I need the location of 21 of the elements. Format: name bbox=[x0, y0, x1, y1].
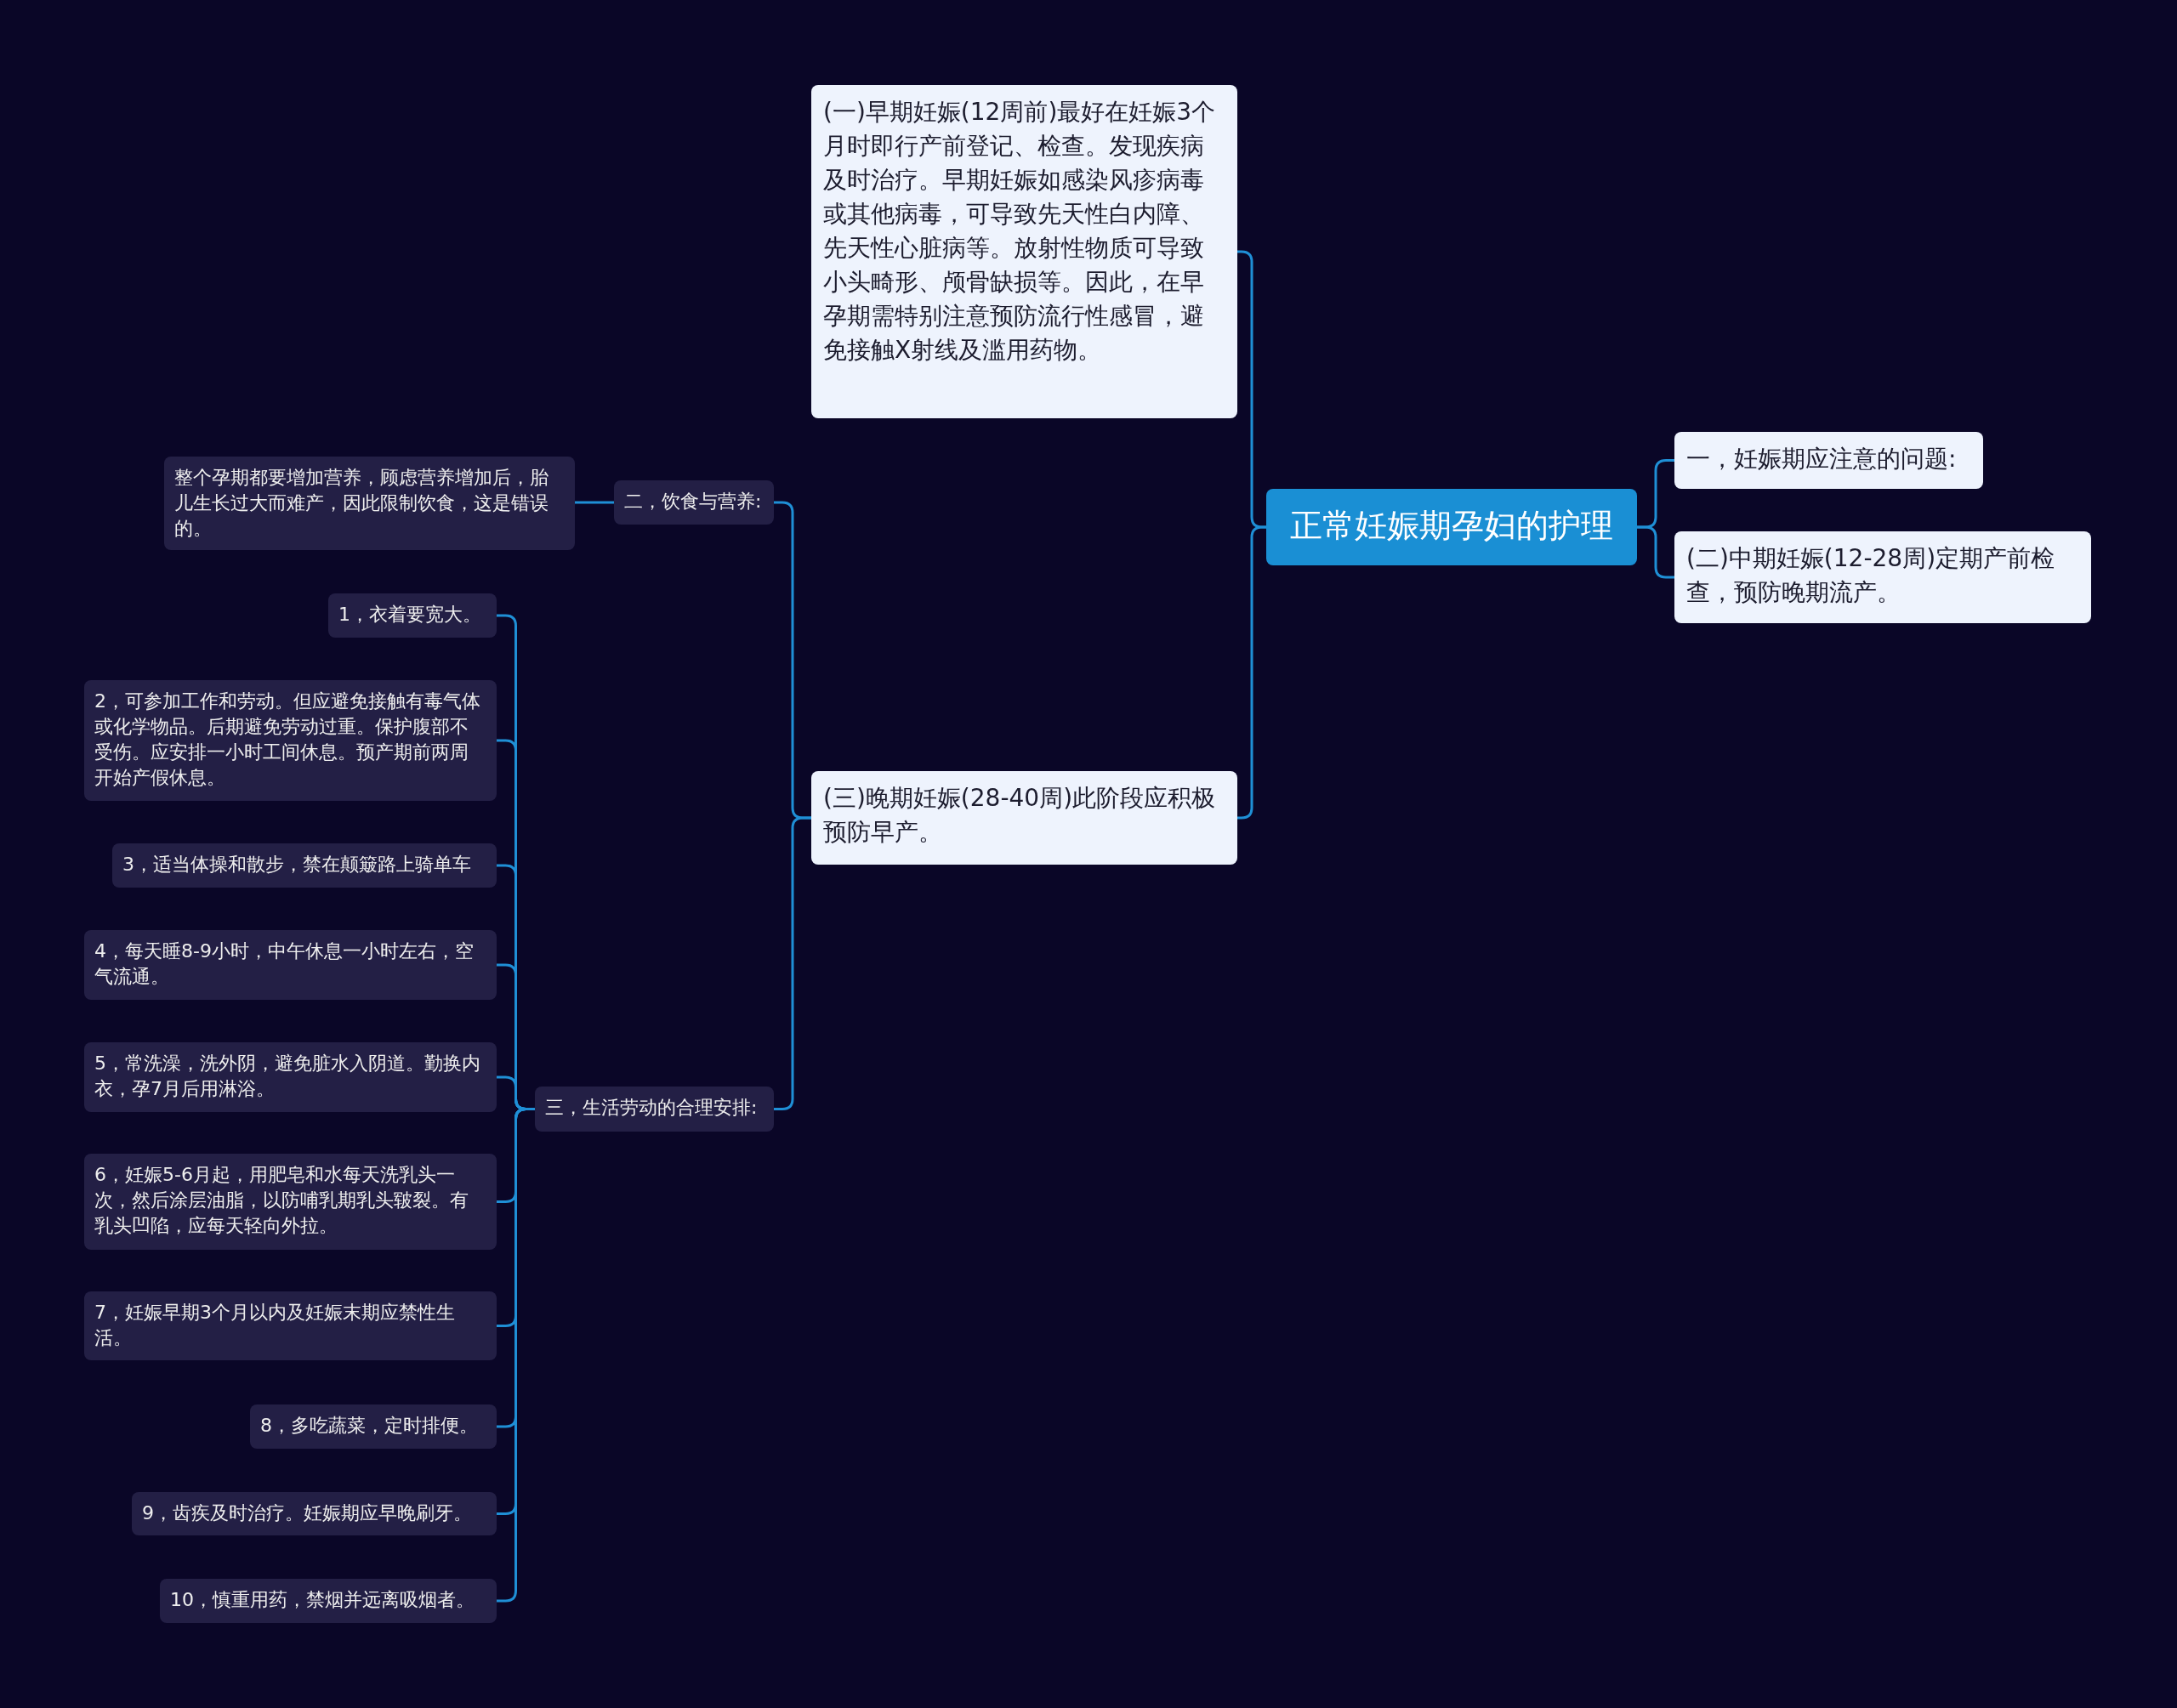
connector-line bbox=[1637, 525, 1674, 579]
subtopic-box: 三，生活劳动的合理安排: bbox=[535, 1087, 774, 1132]
central-topic-box: 正常妊娠期孕妇的护理 bbox=[1266, 489, 1637, 565]
subtopic-box: 2，可参加工作和劳动。但应避免接触有毒气体或化学物品。后期避免劳动过重。保护腹部不受伤。应安排一小时工间休息。预产期前两周开始产假休息。 bbox=[84, 680, 497, 801]
subtopic-box: 1，衣着要宽大。 bbox=[328, 593, 497, 638]
subtopic-box: 7，妊娠早期3个月以内及妊娠末期应禁性生活。 bbox=[84, 1291, 497, 1360]
topic-box: (三)晚期妊娠(28-40周)此阶段应积极预防早产。 bbox=[811, 771, 1237, 865]
subtopic-box: 9，齿疾及时治疗。妊娠期应早晚刷牙。 bbox=[132, 1492, 497, 1535]
topic-box: 一，妊娠期应注意的问题: bbox=[1674, 432, 1983, 489]
subtopic-box: 二，饮食与营养: bbox=[614, 480, 774, 525]
topic-box: (二)中期妊娠(12-28周)定期产前检查，预防晚期流产。 bbox=[1674, 531, 2091, 623]
subtopic-box: 整个孕期都要增加营养，顾虑营养增加后，胎儿生长过大而难产，因此限制饮食，这是错误的。 bbox=[164, 457, 575, 550]
topic-box: (一)早期妊娠(12周前)最好在妊娠3个月时即行产前登记、检查。发现疾病及时治疗。早期妊娠如感染风疹病毒或其他病毒，可导致先天性白内障、先天性心脏病等。放射性物质可导致小头畸形、颅骨缺损等。因此，在早孕期需特别注意预防流行性感冒，避免接触X射线及滥用药物。 bbox=[811, 85, 1237, 418]
subtopic-box: 4，每天睡8-9小时，中午休息一小时左右，空气流通。 bbox=[84, 930, 497, 1000]
subtopic-box: 5，常洗澡，洗外阴，避免脏水入阴道。勤换内衣，孕7月后用淋浴。 bbox=[84, 1042, 497, 1112]
connector-line bbox=[575, 501, 614, 504]
subtopic-box: 8，多吃蔬菜，定时排便。 bbox=[250, 1404, 497, 1449]
connector-line bbox=[774, 816, 811, 1110]
subtopic-box: 10，慎重用药，禁烟并远离吸烟者。 bbox=[160, 1579, 497, 1623]
subtopic-box: 6，妊娠5-6月起，用肥皂和水每天洗乳头一次，然后涂层油脂，以防哺乳期乳头皲裂。有乳头凹陷，应每天轻向外拉。 bbox=[84, 1154, 497, 1250]
subtopic-box: 3，适当体操和散步，禁在颠簸路上骑单车 bbox=[112, 843, 497, 888]
